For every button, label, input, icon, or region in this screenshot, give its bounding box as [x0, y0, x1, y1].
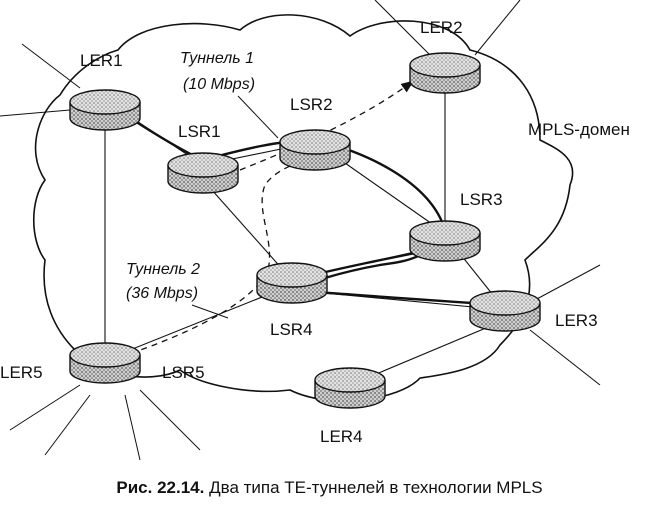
tunnel2-leader — [191, 304, 229, 319]
node-label-ler2: LER2 — [420, 18, 463, 37]
router-icon — [409, 220, 481, 262]
node-label-lsr2: LSR2 — [290, 95, 333, 114]
node-label-ler3: LER3 — [555, 311, 598, 330]
router-icon — [314, 367, 386, 409]
tunnel2-rate: (36 Mbps) — [126, 285, 198, 302]
node-label-ler4: LER4 — [320, 427, 363, 446]
caption-text: Два типа ТЕ-туннелей в технологии MPLS — [209, 478, 543, 497]
external-links — [0, 0, 601, 461]
node-label-lsr4: LSR4 — [270, 320, 313, 339]
tunnel1-rate: (10 Mbps) — [183, 76, 255, 93]
router-icon — [167, 152, 239, 194]
node-label-lsr1: LSR1 — [178, 122, 221, 141]
mpls-domain-cloud — [32, 14, 574, 402]
node-label-ler5: LER5 — [0, 363, 43, 382]
tunnel1-name: Туннель 1 — [180, 50, 254, 67]
mpls-domain-label: MPLS-домен — [528, 120, 630, 139]
tunnel2-name: Туннель 2 — [126, 261, 200, 278]
caption-number: Рис. 22.14. — [116, 478, 205, 497]
router-icon — [69, 89, 141, 131]
router-icon — [256, 262, 328, 304]
router-icon — [469, 290, 541, 332]
tunnel1-leader — [237, 95, 279, 139]
router-icon — [409, 52, 481, 94]
node-label-lsr3: LSR3 — [460, 190, 503, 209]
node-label-ler1: LER1 — [80, 51, 123, 70]
router-icon — [69, 342, 141, 384]
router-icon — [279, 129, 351, 171]
figure-caption: Рис. 22.14. Два типа ТЕ-туннелей в техно… — [0, 478, 659, 498]
node-label-lsr5: LSR5 — [162, 363, 205, 382]
